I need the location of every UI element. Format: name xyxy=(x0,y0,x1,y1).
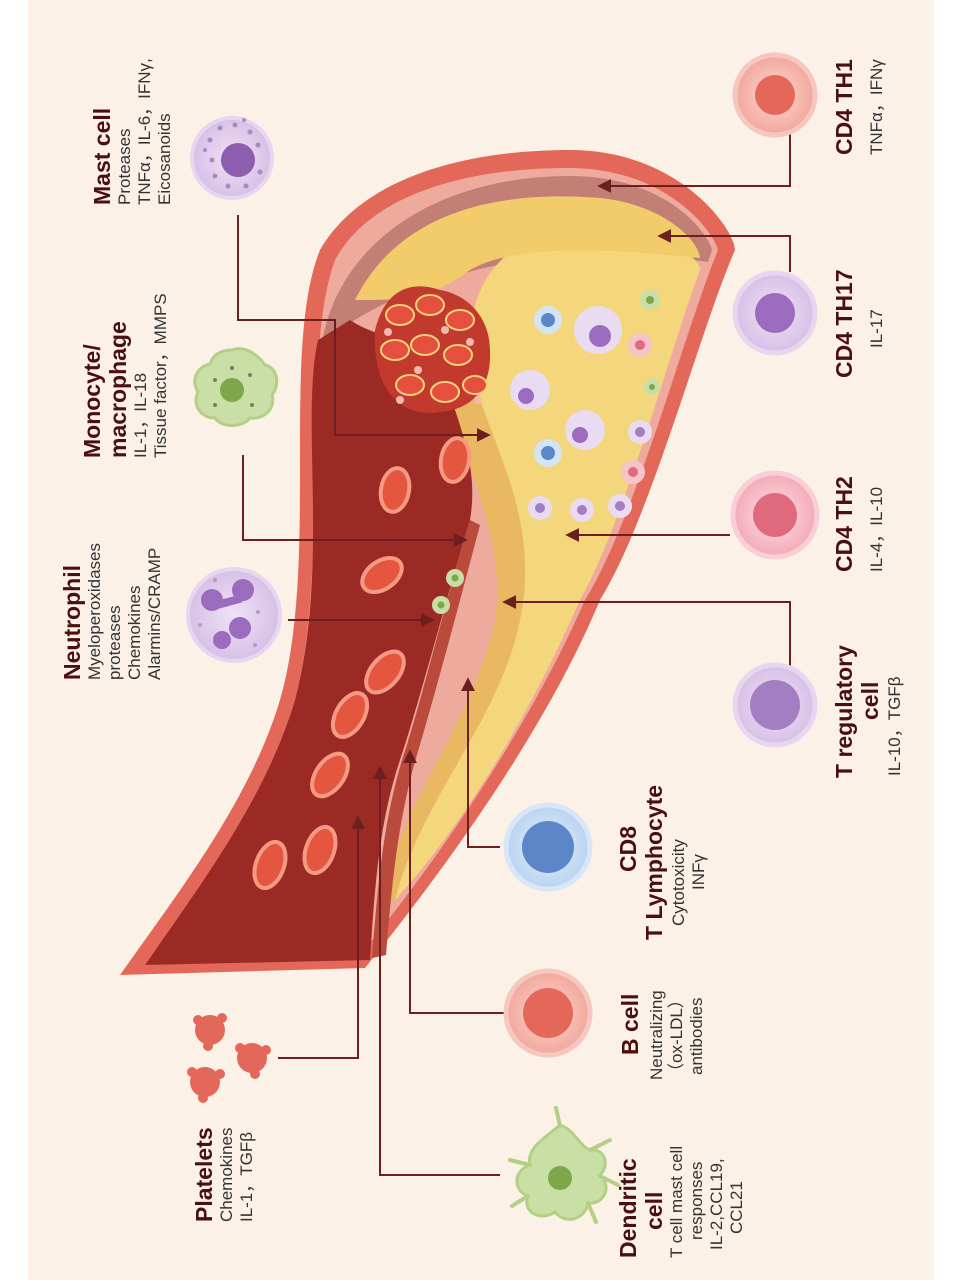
dendritic-title-2: cell xyxy=(641,1192,667,1230)
dendritic-cell-icon xyxy=(508,1106,620,1224)
mast-cell-line-1: Proteases xyxy=(115,128,134,205)
dendritic-line-3: IL-2,CCL19, xyxy=(707,1158,726,1250)
th1-line-1: TNFα，IFNγ xyxy=(867,59,886,155)
macrophage-title-1: Monocyte/ xyxy=(79,344,105,458)
mast-cell-title: Mast cell xyxy=(89,108,115,205)
neutrophil-line-4: Alarmins/CRAMP xyxy=(145,548,164,680)
th2-title: CD4 TH2 xyxy=(831,476,857,572)
bcell-line-1: Neutralizing xyxy=(647,990,666,1080)
th1-cell-icon xyxy=(732,52,818,138)
neutrophil-line-3: Chemokines xyxy=(125,586,144,681)
mast-cell-line-3: Eicosanoids xyxy=(155,113,174,205)
treg-cell-icon xyxy=(732,662,818,748)
mast-cell-label: Mast cell Proteases TNFα，IL-6，IFNγ, Eico… xyxy=(89,58,174,205)
th17-cell-icon xyxy=(732,270,818,356)
cd8-label: CD8 T Lymphocyte Cytotoxicity INFγ xyxy=(615,785,708,940)
th2-line-1: IL-4，IL-10 xyxy=(867,487,886,572)
cd8-cell-icon xyxy=(503,802,593,892)
mast-cell-line-2: TNFα，IL-6，IFNγ, xyxy=(135,58,154,205)
bcell-line-3: antibodies xyxy=(687,997,706,1075)
platelets-line-2: IL-1，TGFβ xyxy=(237,1132,256,1222)
macrophage-line-2: Tissue factor，MMPS xyxy=(151,293,170,458)
neutrophil-line-2: proteases xyxy=(105,605,124,680)
treg-title-2: cell xyxy=(857,682,883,720)
dendritic-line-2: responses xyxy=(687,1162,706,1240)
thrombus xyxy=(374,286,491,413)
dendritic-label: Dendritic cell T cell mast cell response… xyxy=(615,1146,746,1258)
th2-label: CD4 TH2 IL-4，IL-10 xyxy=(831,476,886,572)
plaque-cells xyxy=(432,290,660,614)
treg-title-1: T regulatory xyxy=(831,645,857,778)
macrophage-title-2: macrophage xyxy=(105,321,131,458)
bcell-line-2: （ox-LDL） xyxy=(667,991,686,1080)
platelets-line-1: Chemokines xyxy=(217,1128,236,1223)
blood-vessel xyxy=(120,150,735,975)
red-blood-cells xyxy=(252,436,472,891)
bcell-title: B cell xyxy=(617,994,643,1055)
macrophage-label: Monocyte/ macrophage IL-1，IL-18 Tissue f… xyxy=(79,293,170,458)
neutrophil-line-1: Myeloperoxidases xyxy=(85,543,104,680)
cd8-title-2: T Lymphocyte xyxy=(641,785,667,940)
th17-label: CD4 TH17 IL-17 xyxy=(831,269,886,378)
b-cell-icon xyxy=(503,968,593,1058)
cd8-line-1: Cytotoxicity xyxy=(669,839,688,926)
macrophage-icon xyxy=(193,347,279,427)
th1-label: CD4 TH1 TNFα，IFNγ xyxy=(831,59,886,155)
platelet-icon xyxy=(187,1013,271,1103)
platelets-label: Platelets Chemokines IL-1，TGFβ xyxy=(191,1127,256,1222)
th17-line-1: IL-17 xyxy=(867,309,886,348)
treg-label: T regulatory cell IL-10，TGFβ xyxy=(831,645,904,778)
platelets-title: Platelets xyxy=(191,1127,217,1222)
cd8-line-2: INFγ xyxy=(689,854,708,890)
dendritic-title-1: Dendritic xyxy=(615,1158,641,1258)
macrophage-line-1: IL-1，IL-18 xyxy=(131,373,150,458)
treg-line-1: IL-10，TGFβ xyxy=(885,676,904,776)
th2-cell-icon xyxy=(730,470,820,560)
arrows xyxy=(237,120,791,1176)
neutrophil-label: Neutrophil Myeloperoxidases proteases Ch… xyxy=(59,543,164,680)
th1-title: CD4 TH1 xyxy=(831,59,857,155)
cd8-title-1: CD8 xyxy=(615,826,641,872)
neutrophil-icon xyxy=(186,567,282,663)
neutrophil-title: Neutrophil xyxy=(59,565,85,680)
mast-cell-icon xyxy=(190,116,274,200)
bcell-label: B cell Neutralizing （ox-LDL） antibodies xyxy=(617,990,706,1080)
dendritic-line-1: T cell mast cell xyxy=(667,1146,686,1258)
dendritic-line-4: CCL21 xyxy=(727,1181,746,1234)
th17-title: CD4 TH17 xyxy=(831,269,857,378)
